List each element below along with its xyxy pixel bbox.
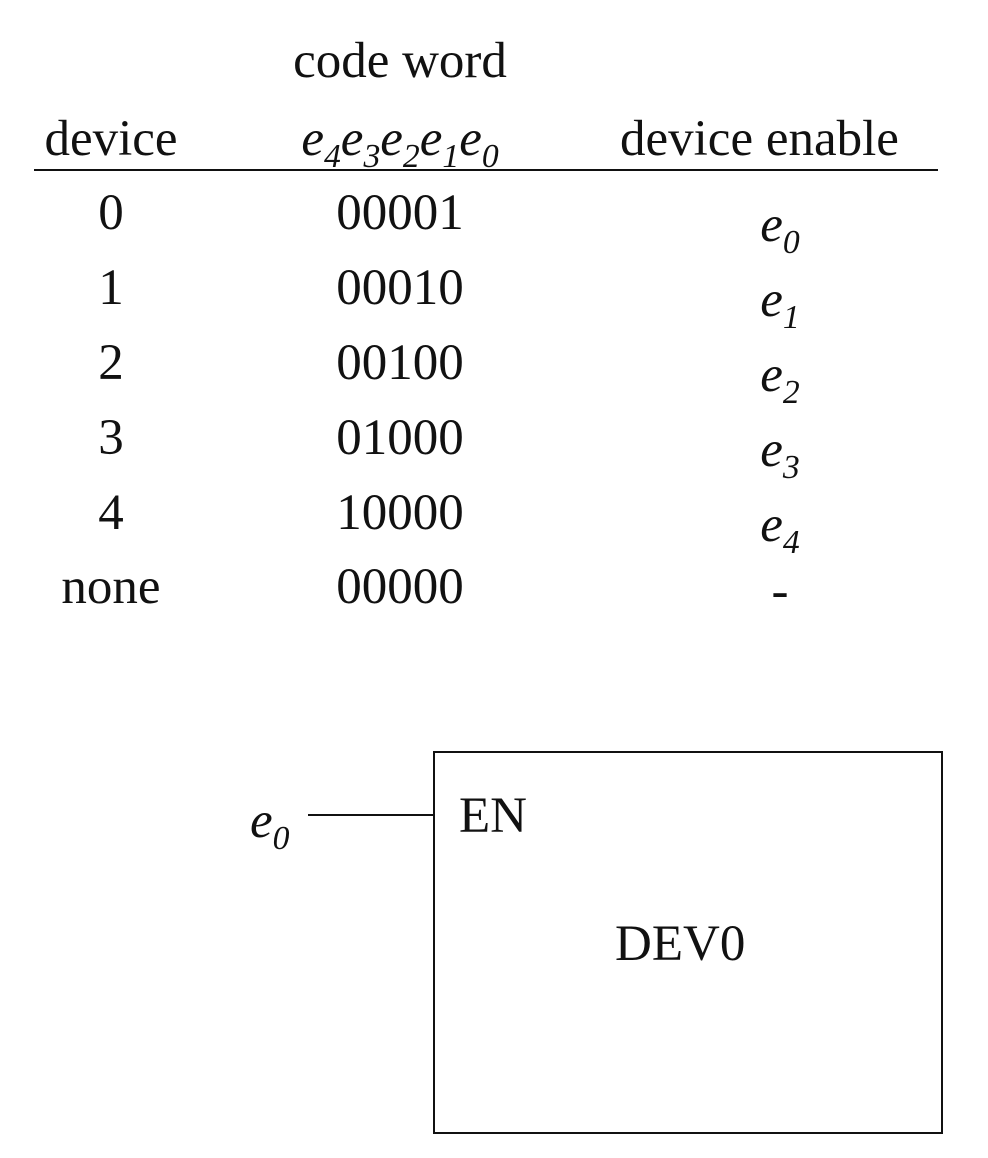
table-row-device: 2	[98, 335, 124, 391]
table-row-enable: e3	[760, 422, 800, 487]
table-row-enable: e1	[760, 272, 800, 337]
table-row-code: 00100	[336, 335, 464, 391]
enable-pin-label: EN	[459, 788, 527, 844]
bit-e2: e2	[380, 111, 420, 176]
table-row-code: 01000	[336, 410, 464, 466]
table-row-enable: e2	[760, 347, 800, 412]
table-row-code: 00010	[336, 260, 464, 316]
input-signal-label: e0	[250, 793, 290, 858]
device-header: device	[44, 111, 178, 167]
table-row-enable: e0	[760, 197, 800, 262]
code-word-header: code word	[293, 33, 507, 89]
table-row-device: 4	[98, 485, 124, 541]
table-row-device: 1	[98, 260, 124, 316]
table-row-enable: -	[771, 563, 789, 619]
bit-e3: e3	[340, 111, 381, 176]
table-row-enable: e4	[760, 497, 800, 562]
device-block: EN DEV0	[433, 751, 943, 1134]
table-row-code: 10000	[336, 485, 464, 541]
code-word-bits-header: e4e3e2e1e0	[250, 111, 550, 176]
bit-e4: e4	[301, 111, 341, 176]
input-wire	[308, 814, 433, 816]
table-row-device: 3	[98, 410, 124, 466]
table-row-device: none	[61, 559, 161, 615]
table-row-code: 00001	[336, 185, 464, 241]
table-row-code: 00000	[336, 559, 464, 615]
device-block-label: DEV0	[615, 916, 746, 972]
bit-e0: e0	[459, 111, 499, 176]
table-row-device: 0	[98, 185, 124, 241]
header-rule	[34, 169, 938, 171]
device-enable-header: device enable	[620, 111, 899, 167]
bit-e1: e1	[419, 111, 460, 176]
